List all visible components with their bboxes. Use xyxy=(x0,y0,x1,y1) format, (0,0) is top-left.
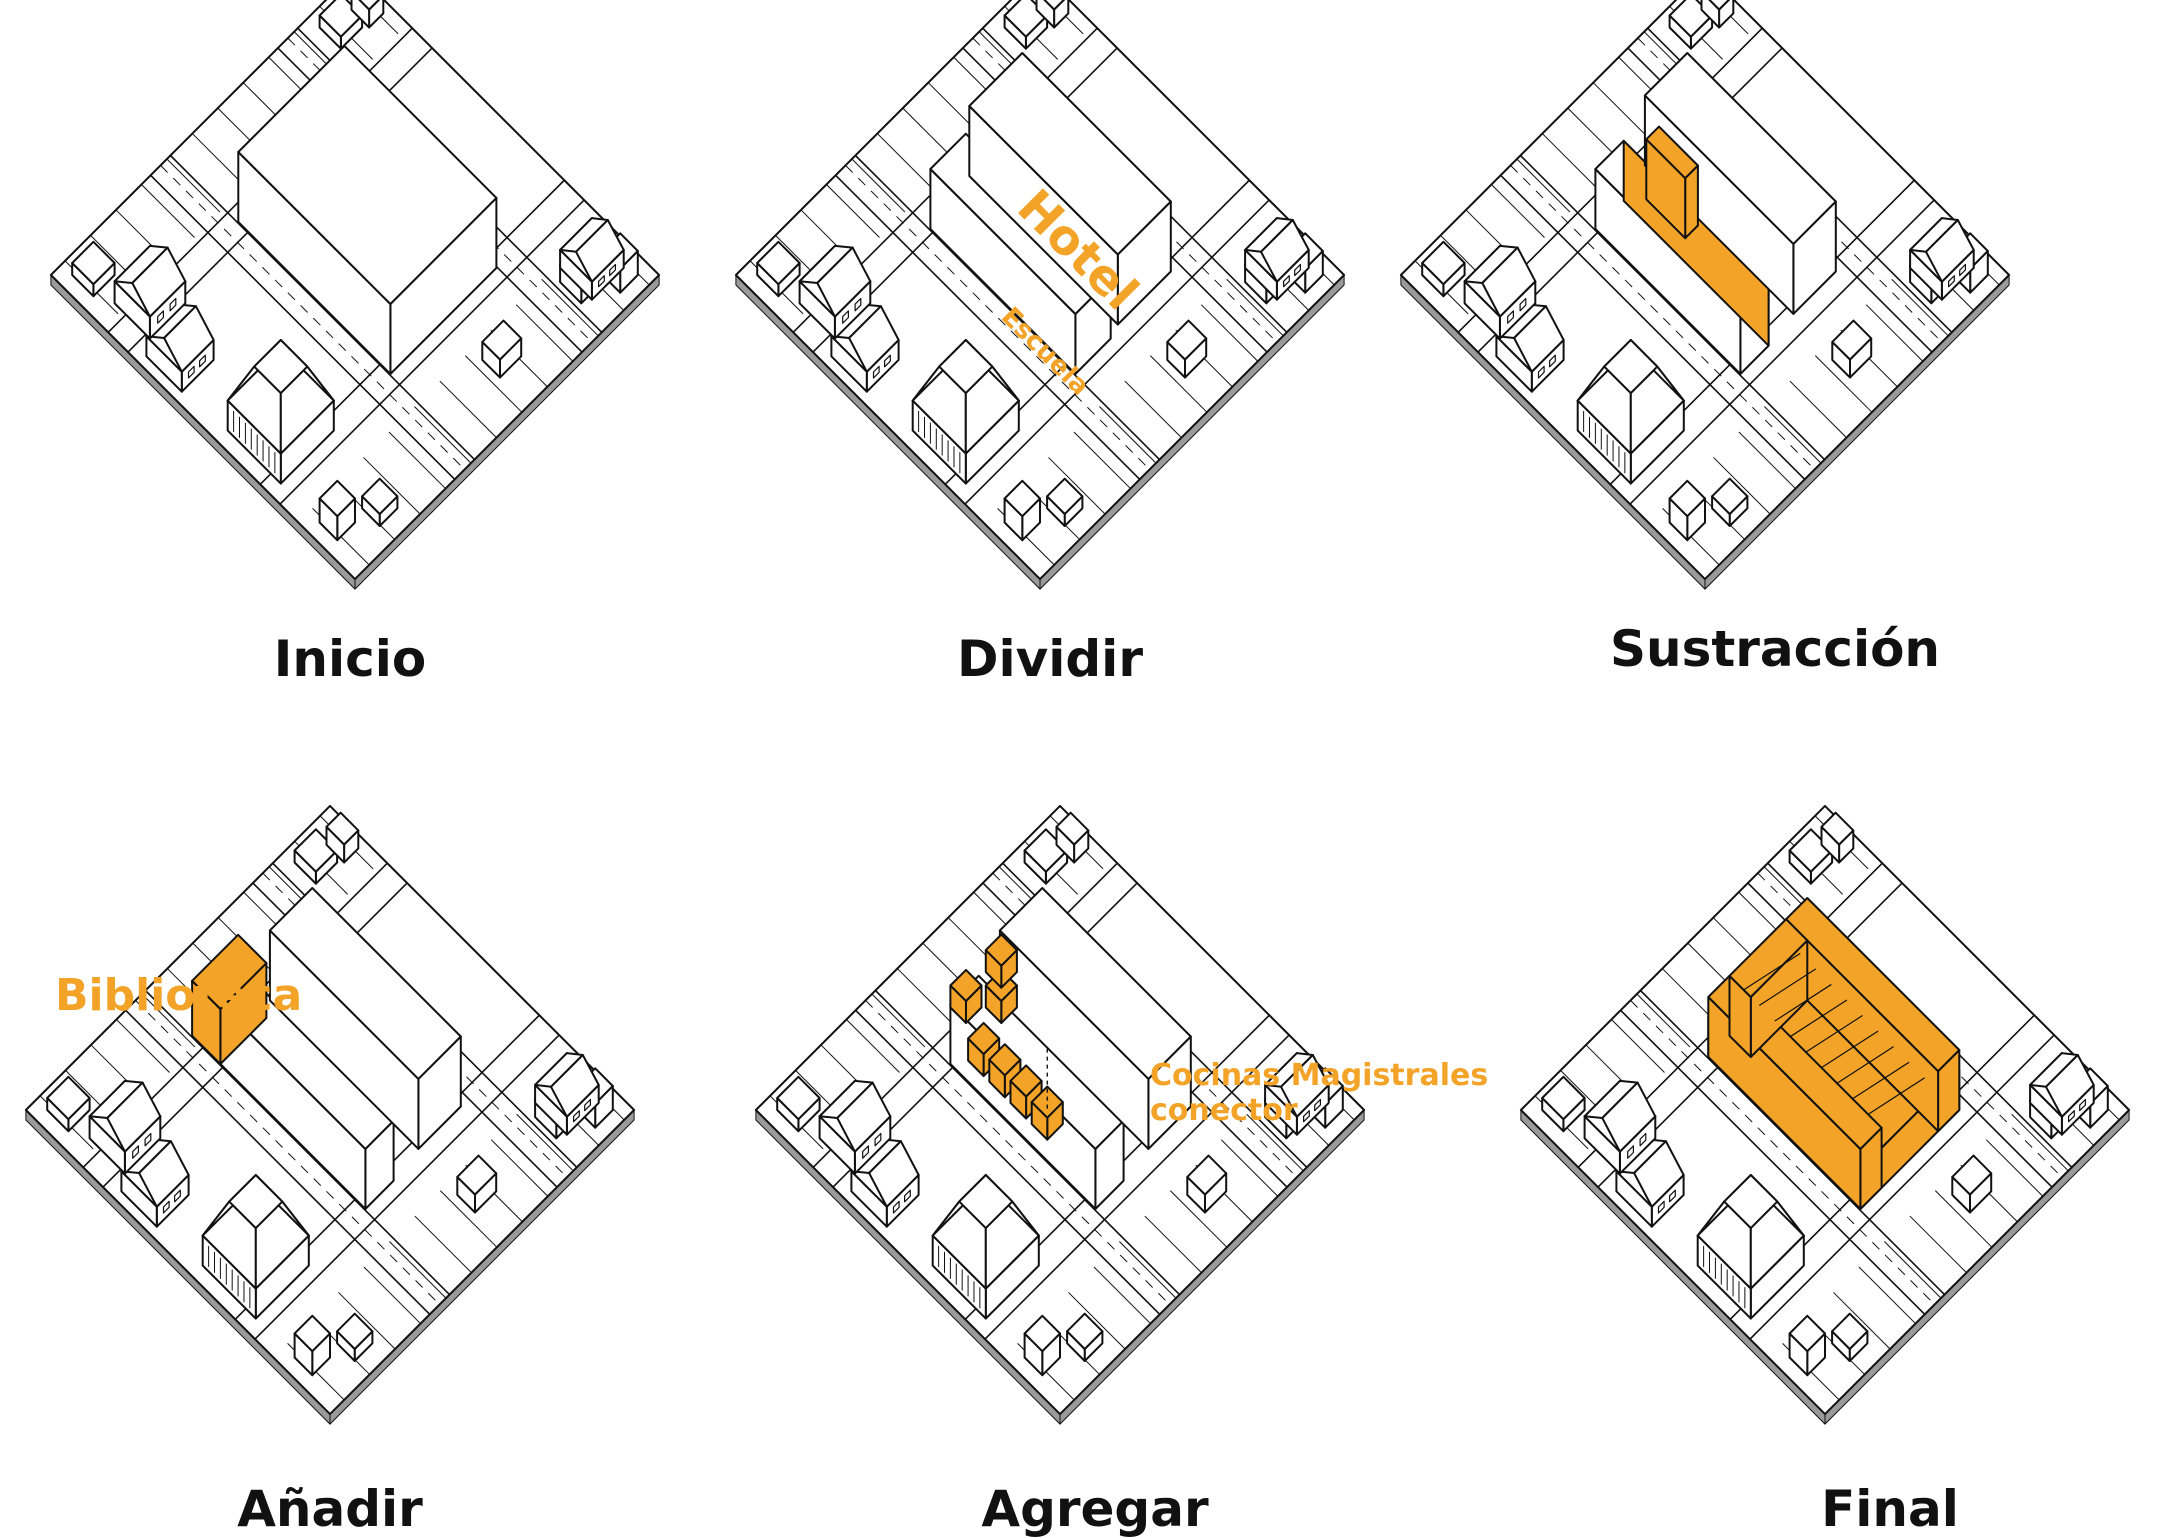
kitchen-module xyxy=(1030,1085,1064,1141)
site-plan-6 xyxy=(1519,804,2131,1425)
small-building xyxy=(776,1075,821,1133)
corner-house xyxy=(1244,217,1310,301)
house-west-2 xyxy=(798,244,872,340)
site-plan-1 xyxy=(49,0,661,590)
caption-dividir: Dividir xyxy=(957,630,1143,688)
caption-agregar: Agregar xyxy=(981,1480,1209,1538)
small-building xyxy=(1046,477,1084,527)
subtracted-piece xyxy=(1645,125,1699,240)
label-biblioteca: Biblioteca xyxy=(55,970,302,1021)
caption-sustraccion: Sustracción xyxy=(1610,620,1941,678)
final-wing-west xyxy=(1728,918,1809,1058)
final-wing-north xyxy=(1785,897,1961,1133)
pyramid-roof-building xyxy=(201,1174,310,1320)
small-building xyxy=(1023,1314,1061,1377)
house-west-2 xyxy=(88,1079,162,1175)
house-west xyxy=(1615,1138,1685,1228)
small-building xyxy=(1035,0,1070,29)
small-building xyxy=(1003,479,1041,542)
hotel-volume xyxy=(268,887,462,1150)
hotel-volume xyxy=(998,887,1192,1150)
small-building xyxy=(1831,1312,1869,1362)
small-building xyxy=(318,479,356,542)
small-building xyxy=(1186,1154,1228,1214)
house-west-2 xyxy=(818,1079,892,1175)
corner-house xyxy=(534,1052,600,1136)
small-building xyxy=(1951,1154,1993,1214)
small-building xyxy=(481,319,523,379)
proposal-volumes xyxy=(1707,897,1961,1210)
caption-inicio: Inicio xyxy=(273,630,427,688)
small-building xyxy=(1055,811,1090,864)
house-west xyxy=(830,303,900,393)
kitchen-module xyxy=(984,933,1018,989)
small-building xyxy=(336,1312,374,1362)
pyramid-roof-building xyxy=(226,339,335,485)
proposal-volumes xyxy=(237,44,498,375)
small-building xyxy=(293,1314,331,1377)
initial-block xyxy=(237,44,498,375)
corner-house xyxy=(2029,1052,2095,1136)
house-west-2 xyxy=(1463,244,1537,340)
small-building xyxy=(1066,1312,1104,1362)
small-building xyxy=(1788,1314,1826,1377)
site-plan-4 xyxy=(24,804,636,1425)
small-building xyxy=(46,1075,91,1133)
proposal-volumes xyxy=(191,887,462,1210)
house-west-2 xyxy=(1583,1079,1657,1175)
pyramid-roof-building xyxy=(1696,1174,1805,1320)
site-plan-3 xyxy=(1399,0,2011,590)
corner-house xyxy=(1909,217,1975,301)
proposal-volumes xyxy=(929,52,1172,375)
small-building xyxy=(1541,1075,1586,1133)
small-building xyxy=(1711,477,1749,527)
site-plan-5 xyxy=(754,804,1366,1425)
pyramid-roof-building xyxy=(1576,339,1685,485)
caption-final: Final xyxy=(1821,1480,1959,1538)
small-building xyxy=(1820,811,1855,864)
kitchen-module xyxy=(949,968,983,1024)
small-building xyxy=(325,811,360,864)
label-conector: conector xyxy=(1150,1093,1298,1128)
small-building xyxy=(318,0,364,50)
corner-house xyxy=(1264,1052,1330,1136)
corner-house xyxy=(559,217,625,301)
small-building xyxy=(1421,240,1466,298)
library-volume xyxy=(191,933,268,1065)
site-plan-2 xyxy=(734,0,1346,590)
proposal-volumes xyxy=(1594,52,1837,375)
caption-anadir: Añadir xyxy=(237,1480,423,1538)
label-cocinas-magistrales: Cocinas Magistrales xyxy=(1150,1058,1488,1093)
small-building xyxy=(1700,0,1735,29)
small-building xyxy=(361,477,399,527)
pyramid-roof-building xyxy=(931,1174,1040,1320)
small-building xyxy=(350,0,385,29)
small-building xyxy=(456,1154,498,1214)
proposal-volumes xyxy=(949,887,1192,1210)
house-west-2 xyxy=(113,244,187,340)
small-building xyxy=(1166,319,1208,379)
small-building xyxy=(1831,319,1873,379)
hotel-volume xyxy=(968,52,1172,326)
small-building xyxy=(71,240,116,298)
small-building xyxy=(1668,479,1706,542)
pyramid-roof-building xyxy=(911,339,1020,485)
small-building xyxy=(756,240,801,298)
